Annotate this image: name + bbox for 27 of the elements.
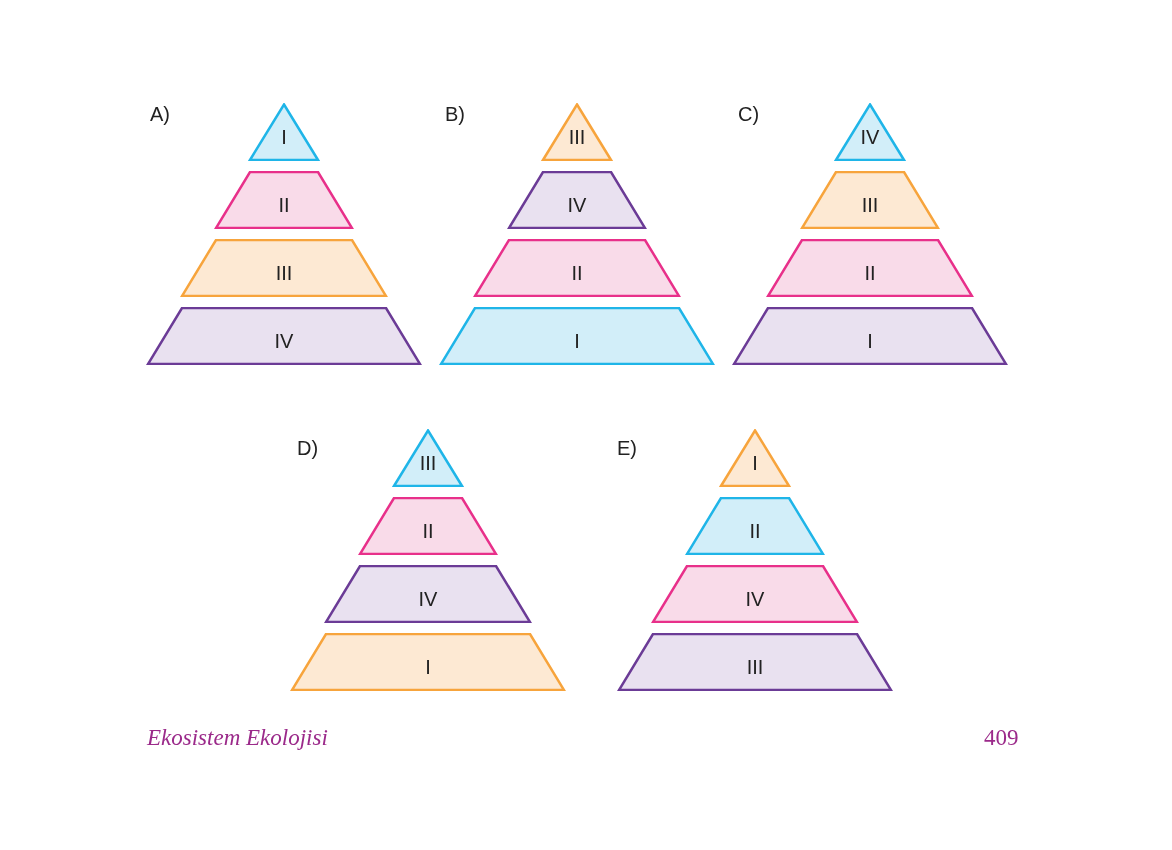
pyramid-tier: I: [719, 429, 791, 487]
option-letter: B): [445, 104, 465, 124]
page-number: 409: [984, 726, 1019, 749]
pyramid-tier: IV: [507, 171, 647, 229]
pyramid-tier: I: [248, 103, 320, 161]
option-letter: D): [297, 438, 319, 458]
option-letter: A): [150, 104, 170, 124]
pyramid-tier: IV: [146, 307, 422, 365]
footer-title: Ekosistem Ekolojisi: [147, 726, 328, 749]
option-letter: E): [617, 438, 637, 458]
pyramid-tier: III: [800, 171, 940, 229]
pyramid-tier: I: [732, 307, 1008, 365]
pyramid-tier: I: [439, 307, 715, 365]
pyramid-tier: II: [358, 497, 498, 555]
option-letter: C): [738, 104, 760, 124]
pyramid-tier: II: [685, 497, 825, 555]
pyramid-tier: III: [541, 103, 613, 161]
pyramid-tier: III: [617, 633, 893, 691]
pyramid-tier: III: [180, 239, 388, 297]
pyramid-tier: I: [290, 633, 566, 691]
pyramid-tier: III: [392, 429, 464, 487]
pyramid-tier: IV: [324, 565, 532, 623]
pyramid-tier: IV: [651, 565, 859, 623]
pyramid-tier: IV: [834, 103, 906, 161]
pyramid-tier: II: [766, 239, 974, 297]
pyramid-tier: II: [473, 239, 681, 297]
pyramid-tier: II: [214, 171, 354, 229]
